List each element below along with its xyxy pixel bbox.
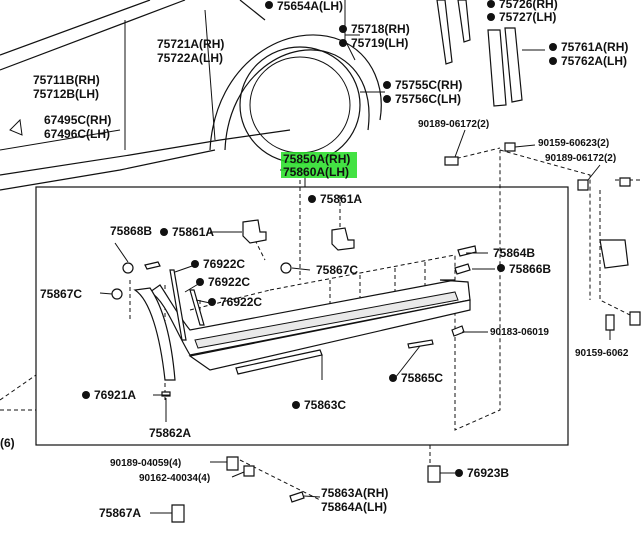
label-90189-06172-a: 90189-06172(2): [418, 119, 489, 130]
pillar-garnishes: [436, 0, 523, 107]
label-90162-40034: 90162-40034(4): [139, 473, 210, 484]
label-75862a: 75862A: [149, 426, 191, 440]
label-75711b: 75711B(RH): [33, 73, 100, 87]
label-75726: 75726(RH): [499, 0, 558, 11]
label-75863c: 75863C: [304, 398, 346, 412]
label-75867c-left: 75867C: [40, 287, 82, 301]
strips: [144, 261, 434, 375]
highlight-box: [281, 152, 357, 178]
label-76922c-1: 76922C: [203, 257, 245, 271]
label-90159-60623: 90159-60623(2): [538, 138, 609, 149]
label-90159-6062: 90159-6062: [575, 348, 629, 359]
label-75761a: 75761A(RH): [561, 40, 628, 54]
label-75850a: 75850A(RH): [283, 152, 350, 166]
label-90183-06019: 90183-06019: [490, 327, 549, 338]
label-75867a: 75867A: [99, 506, 141, 520]
label-76922c-3: 76922C: [220, 295, 262, 309]
clips: [111, 142, 641, 523]
rocker-panel-molding: [133, 279, 471, 381]
label-75756c: 75756C(LH): [395, 92, 461, 106]
label-75865c: 75865C: [401, 371, 443, 385]
label-75866b: 75866B: [509, 262, 551, 276]
label-90189-06172-b: 90189-06172(2): [545, 153, 616, 164]
label-75861a-top: 75861A: [320, 192, 362, 206]
label-75712b: 75712B(LH): [33, 87, 99, 101]
label-75762a: 75762A(LH): [561, 54, 627, 68]
label-75719: 75719(LH): [351, 36, 408, 50]
label-76922c-2: 76922C: [208, 275, 250, 289]
label-quantity-6: (6): [0, 436, 15, 450]
label-76921a: 76921A: [94, 388, 136, 402]
label-90189-04059: 90189-04059(4): [110, 458, 181, 469]
label-75861a-left: 75861A: [172, 225, 214, 239]
label-75864b: 75864B: [493, 246, 535, 260]
label-75721a: 75721A(RH): [157, 37, 224, 51]
label-75722a: 75722A(LH): [157, 51, 223, 65]
label-75860a: 75860A(LH): [283, 165, 349, 179]
label-75727: 75727(LH): [499, 10, 556, 24]
label-75755c: 75755C(RH): [395, 78, 462, 92]
label-75863a: 75863A(RH): [321, 486, 388, 500]
label-67496c: 67496C(LH): [44, 127, 110, 141]
label-75718: 75718(RH): [351, 22, 410, 36]
assembly-box: [35, 186, 569, 446]
label-67495c: 67495C(RH): [44, 113, 111, 127]
label-75654a: 75654A(LH): [277, 0, 343, 13]
label-75864a: 75864A(LH): [321, 500, 387, 514]
label-76923b: 76923B: [467, 466, 509, 480]
label-75867c-mid: 75867C: [316, 263, 358, 277]
part-labels: 75654A(LH) 75726(RH) 75727(LH) 75718(RH)…: [0, 0, 629, 520]
label-75868b: 75868B: [110, 224, 152, 238]
